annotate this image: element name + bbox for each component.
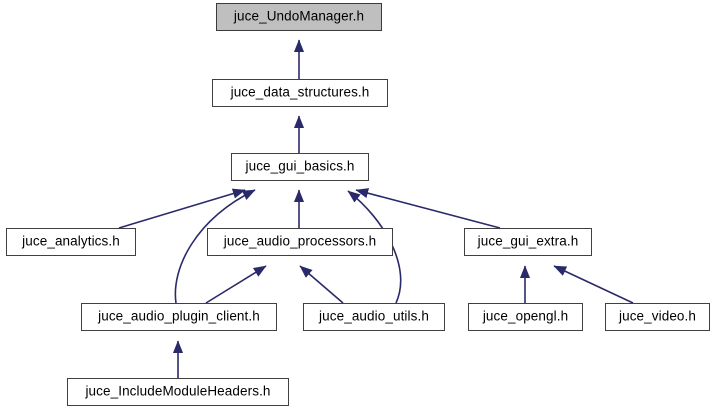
node-label: juce_analytics.h — [22, 233, 120, 249]
node-label: juce_data_structures.h — [230, 84, 370, 100]
node-label: juce_IncludeModuleHeaders.h — [85, 383, 271, 399]
node-juce-includemoduleheaders[interactable]: juce_IncludeModuleHeaders.h — [67, 378, 289, 406]
node-juce-audio-utils[interactable]: juce_audio_utils.h — [303, 303, 445, 331]
node-juce-analytics[interactable]: juce_analytics.h — [6, 228, 136, 256]
node-label: juce_audio_processors.h — [223, 233, 377, 249]
node-label: juce_UndoManager.h — [233, 8, 365, 24]
node-label: juce_audio_utils.h — [319, 308, 429, 324]
edge-plugin-client-to-audio-processors — [205, 265, 267, 304]
node-label: juce_audio_plugin_client.h — [98, 308, 260, 324]
node-label: juce_video.h — [618, 308, 696, 324]
node-label: juce_gui_basics.h — [245, 158, 355, 174]
node-juce-audio-processors[interactable]: juce_audio_processors.h — [207, 228, 393, 256]
node-juce-video[interactable]: juce_video.h — [605, 303, 710, 331]
node-juce-opengl[interactable]: juce_opengl.h — [468, 303, 583, 331]
node-label: juce_gui_extra.h — [477, 233, 579, 249]
edge-plugin-client-to-gui-basics — [174, 189, 256, 304]
edge-gui-extra-to-gui-basics — [355, 188, 501, 229]
node-juce-data-structures[interactable]: juce_data_structures.h — [212, 79, 388, 107]
node-juce-undomanager[interactable]: juce_UndoManager.h — [216, 3, 382, 31]
node-juce-audio-plugin-client[interactable]: juce_audio_plugin_client.h — [81, 303, 277, 331]
edge-analytics-to-gui-basics — [118, 188, 246, 229]
node-juce-gui-extra[interactable]: juce_gui_extra.h — [464, 228, 592, 256]
edge-audio-utils-to-audio-processors — [299, 265, 344, 304]
edge-video-to-gui-extra — [553, 265, 634, 304]
node-label: juce_opengl.h — [482, 308, 569, 324]
node-juce-gui-basics[interactable]: juce_gui_basics.h — [231, 153, 369, 181]
